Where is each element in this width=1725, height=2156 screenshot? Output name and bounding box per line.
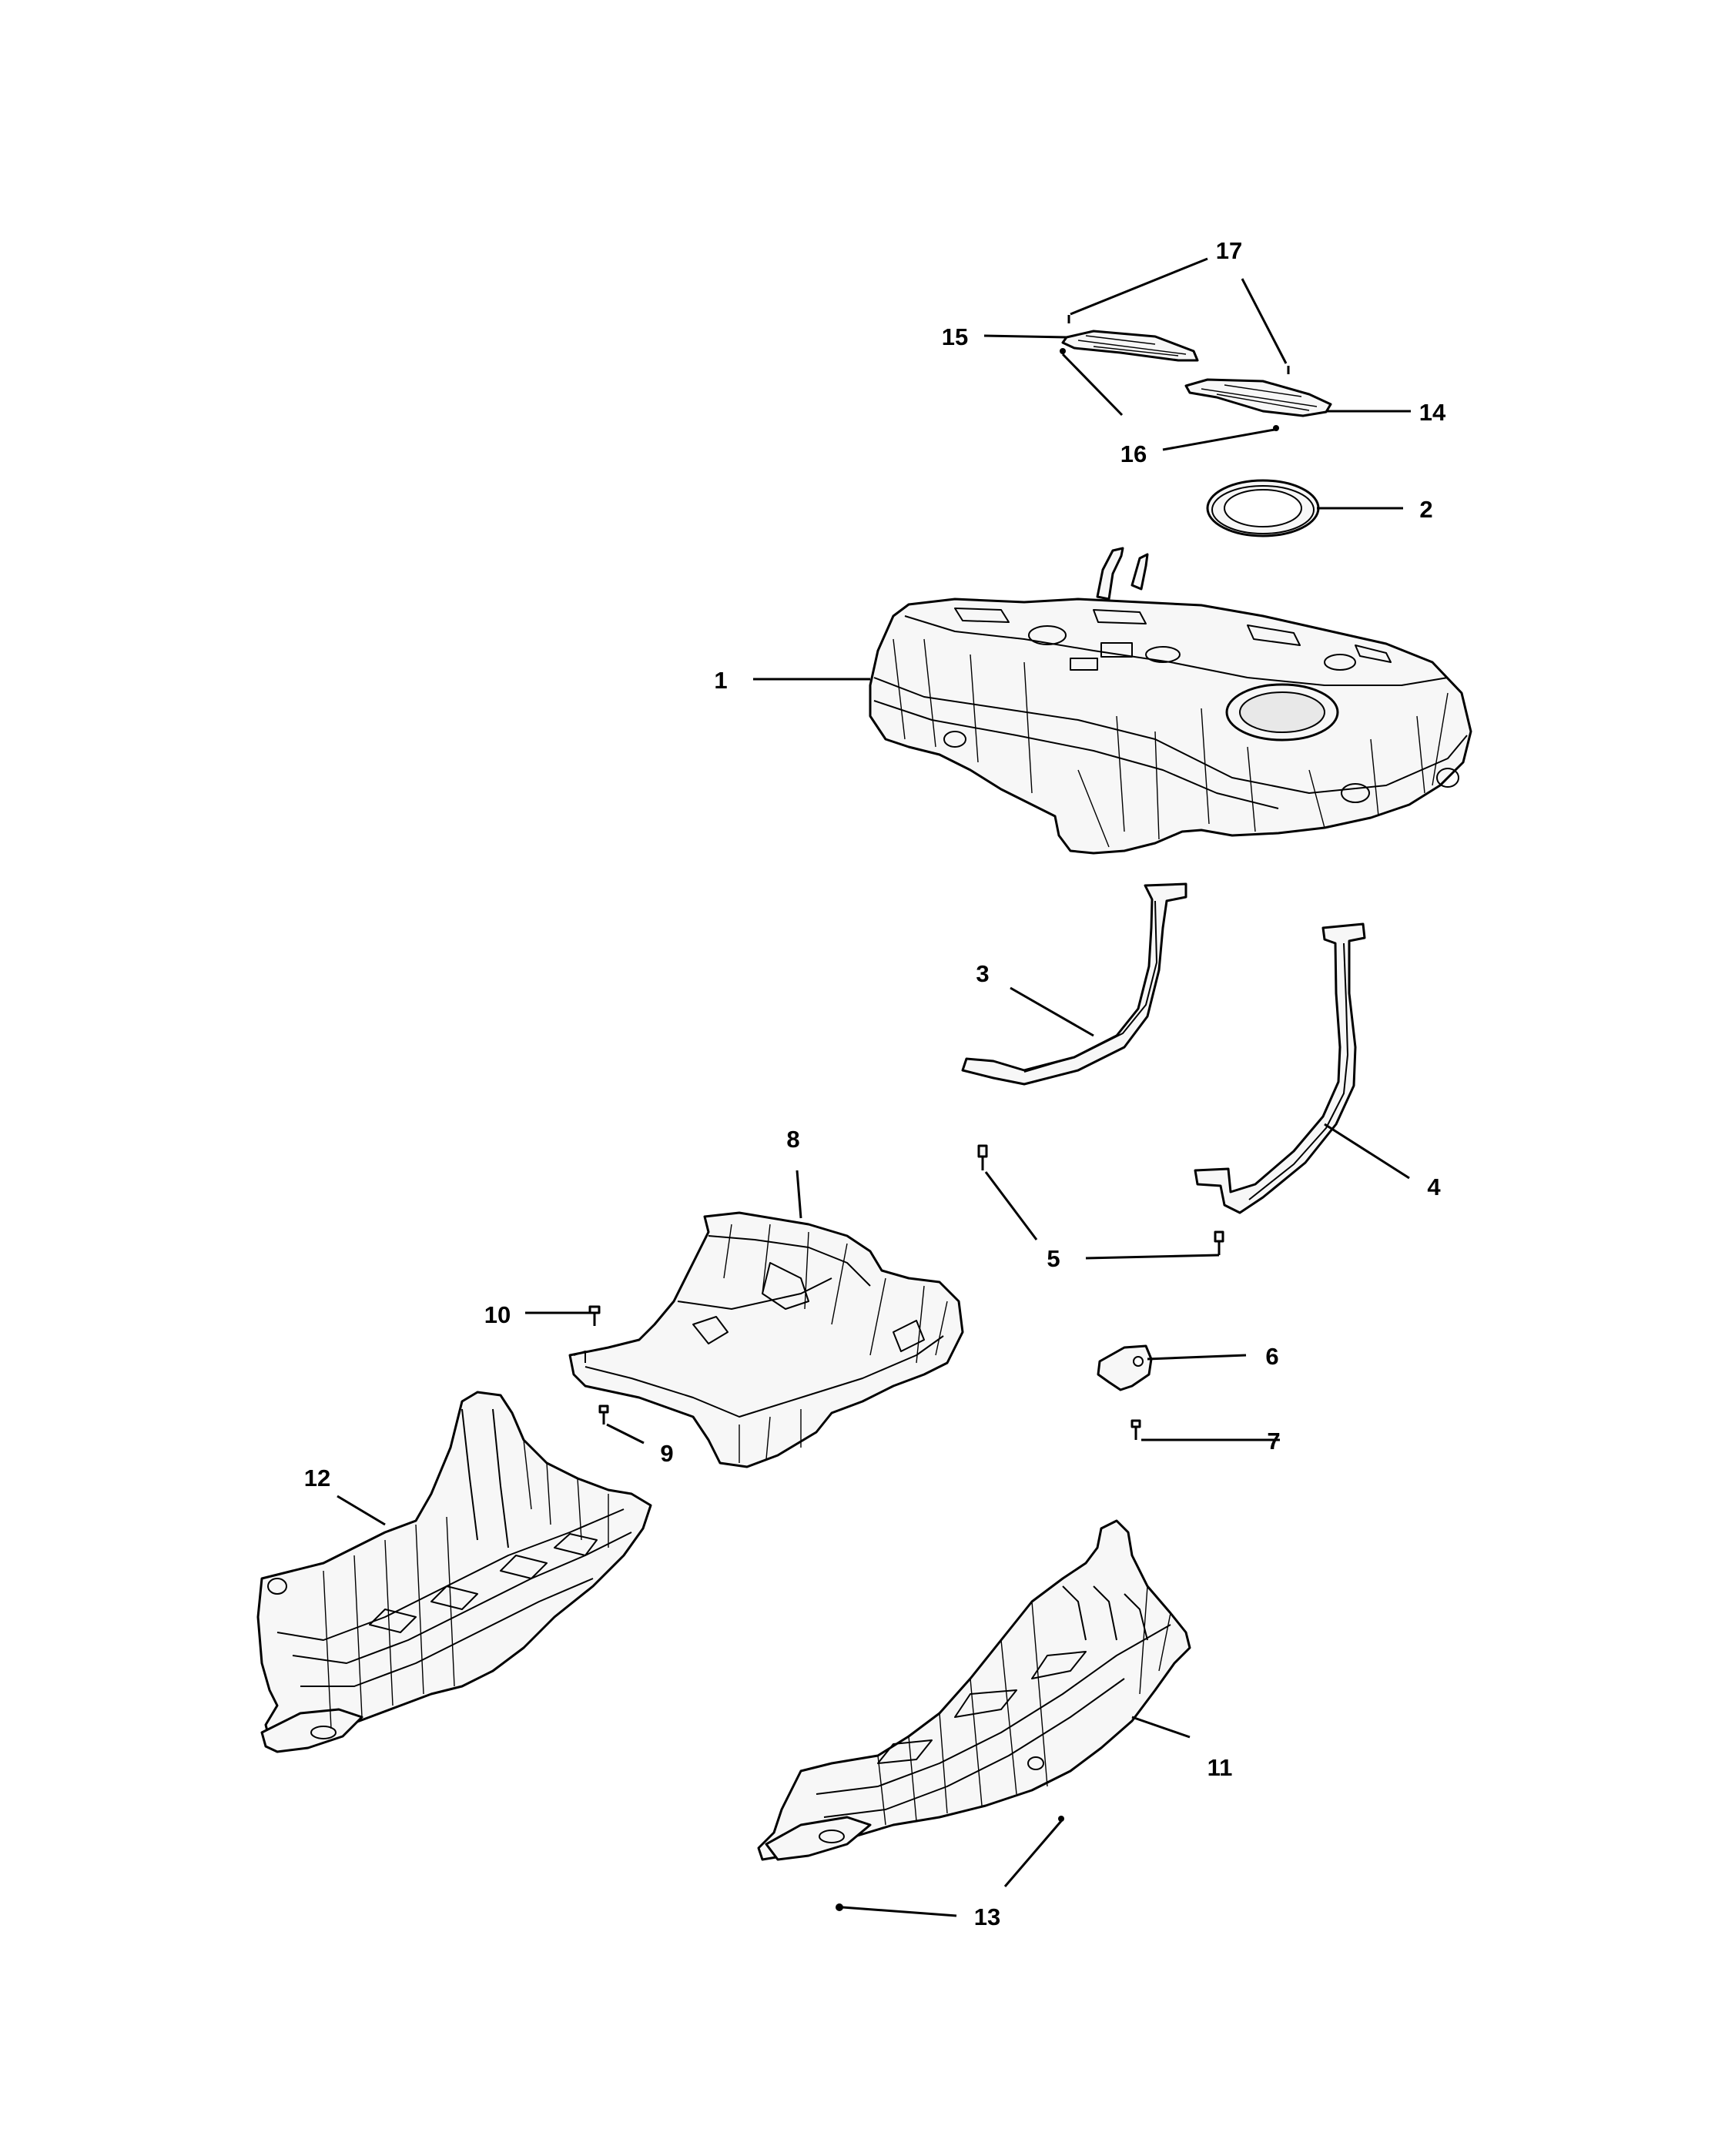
bracket-bolt-7: [1130, 1419, 1141, 1440]
callout-labels: 17 15 14 16 2 1 3 4 8 5 10 6 7 9 12 11 1…: [304, 237, 1446, 1930]
bracket-6: [1097, 1344, 1153, 1391]
fuel-tank-1: [869, 547, 1472, 855]
callout-1: 1: [714, 667, 727, 694]
callout-12: 12: [304, 1465, 330, 1491]
shield-upper-left-15: [1061, 330, 1199, 362]
callout-15: 15: [942, 323, 968, 350]
callout-3: 3: [976, 960, 989, 987]
callout-9: 9: [660, 1440, 673, 1467]
callout-11: 11: [1208, 1754, 1233, 1781]
callout-4: 4: [1427, 1173, 1441, 1200]
skid-plate-bolt-13: [836, 1816, 1064, 1911]
heat-shield-8: [568, 1211, 964, 1468]
callout-5: 5: [1047, 1245, 1060, 1272]
lock-ring-2: [1206, 479, 1320, 537]
callout-17: 17: [1216, 237, 1242, 264]
strap-rear-4: [1194, 922, 1366, 1214]
heat-shield-bolt-10: [588, 1305, 601, 1326]
strap-bolt-5: [977, 1144, 1224, 1255]
callout-16: 16: [1120, 440, 1147, 467]
callout-14: 14: [1419, 399, 1446, 426]
callout-2: 2: [1419, 496, 1432, 523]
callout-6: 6: [1265, 1343, 1278, 1370]
callout-13: 13: [974, 1903, 1000, 1930]
callout-7: 7: [1267, 1428, 1280, 1455]
strap-front-3: [961, 882, 1187, 1086]
callout-8: 8: [786, 1126, 799, 1153]
skid-plate-left-12: [256, 1391, 652, 1753]
heat-shield-fastener-9: [598, 1404, 609, 1424]
leader-lines: [337, 257, 1411, 1917]
shield-stud-17: [1067, 315, 1290, 374]
skid-plate-right-11: [757, 1519, 1191, 1861]
callout-10: 10: [484, 1301, 511, 1328]
